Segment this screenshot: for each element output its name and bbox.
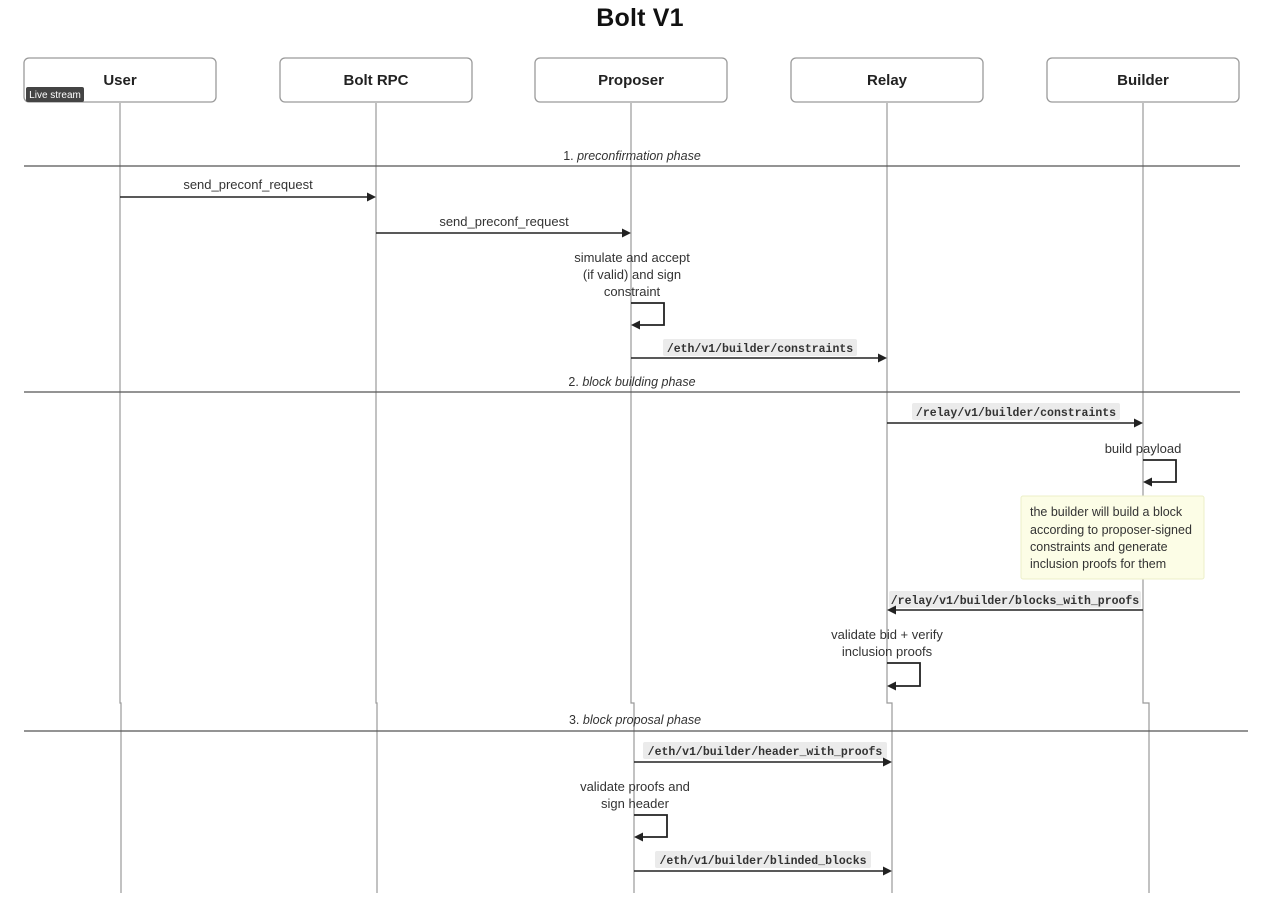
arrow-head (887, 681, 896, 691)
self-message-line: simulate and accept (574, 250, 690, 265)
message-proposer-to-relay-header-with-proofs: /eth/v1/builder/header_with_proofs (634, 742, 892, 767)
participant-builder: Builder (1046, 57, 1240, 103)
message-builder-to-relay-blocks-with-proofs: /relay/v1/builder/blocks_with_proofs (887, 591, 1143, 615)
participant-proposer: Proposer (534, 57, 728, 103)
phase-divider-3: 3. block proposal phase (24, 713, 1248, 732)
live-stream-badge-label: Live stream (29, 90, 81, 101)
live-stream-badge: Live stream (26, 87, 84, 102)
lifeline-proposer (630, 103, 635, 893)
arrow-head (1143, 477, 1152, 487)
lifeline-user (119, 103, 122, 893)
lifeline-bolt-rpc (375, 103, 378, 893)
arrow-head (634, 832, 643, 842)
message-label: send_preconf_request (183, 177, 313, 192)
phase-label-2: 2. block building phase (568, 375, 695, 389)
message-label: /eth/v1/builder/blinded_blocks (659, 855, 866, 868)
message-label: /eth/v1/builder/header_with_proofs (648, 746, 883, 759)
builder-note: the builder will build a block according… (1020, 495, 1205, 580)
message-label: /eth/v1/builder/constraints (667, 343, 853, 356)
lifelines (119, 103, 1150, 893)
phase-label-3: 3. block proposal phase (569, 713, 701, 727)
message-bolt-rpc-to-proposer: send_preconf_request (376, 214, 631, 238)
message-proposer-to-relay-constraints: /eth/v1/builder/constraints (631, 339, 887, 363)
participant-relay: Relay (790, 57, 984, 103)
self-message-line: (if valid) and sign (583, 267, 681, 282)
message-proposer-to-relay-blinded-blocks: /eth/v1/builder/blinded_blocks (634, 851, 892, 876)
arrow-head (367, 192, 376, 202)
participant-bolt-rpc: Bolt RPC (279, 57, 473, 103)
note-line: constraints and generate (1030, 540, 1168, 554)
arrow-head (878, 353, 887, 363)
self-message-line: constraint (604, 284, 661, 299)
arrow-head (631, 320, 640, 330)
arrow-head (883, 757, 892, 767)
participant-label-builder: Builder (1117, 72, 1169, 89)
diagram-title: Bolt V1 (596, 4, 684, 32)
phase-divider-2: 2. block building phase (24, 375, 1240, 393)
self-message-line: inclusion proofs (842, 644, 933, 659)
self-message-proposer-validate-proofs: validate proofs and sign header (580, 779, 690, 842)
phase-label-1: 1. preconfirmation phase (563, 149, 701, 163)
lifeline-relay (886, 103, 893, 893)
message-user-to-bolt-rpc: send_preconf_request (120, 177, 376, 202)
message-label: /relay/v1/builder/blocks_with_proofs (891, 595, 1140, 608)
self-message-relay-validate-bid: validate bid + verify inclusion proofs (831, 627, 943, 691)
message-relay-to-builder-constraints: /relay/v1/builder/constraints (887, 403, 1143, 428)
self-message-builder-build-payload: build payload (1105, 441, 1182, 487)
participant-label-relay: Relay (867, 72, 908, 89)
message-label: /relay/v1/builder/constraints (916, 407, 1116, 420)
lifeline-builder (1142, 103, 1150, 893)
note-line: according to proposer-signed (1030, 523, 1192, 537)
arrow-head (887, 605, 896, 615)
participant-label-bolt-rpc: Bolt RPC (344, 72, 409, 89)
arrow-head (883, 866, 892, 876)
self-message-proposer-simulate: simulate and accept (if valid) and sign … (574, 250, 690, 330)
self-message-line: sign header (601, 796, 670, 811)
note-line: the builder will build a block (1030, 505, 1183, 519)
arrow-head (1134, 418, 1143, 428)
self-message-line: validate bid + verify (831, 627, 943, 642)
message-label: send_preconf_request (439, 214, 569, 229)
participant-label-user: User (103, 72, 137, 89)
participant-label-proposer: Proposer (598, 72, 664, 89)
note-line: inclusion proofs for them (1030, 557, 1166, 571)
arrow-head (622, 228, 631, 238)
self-message-line: validate proofs and (580, 779, 690, 794)
self-message-line: build payload (1105, 441, 1182, 456)
phase-divider-1: 1. preconfirmation phase (24, 149, 1240, 167)
